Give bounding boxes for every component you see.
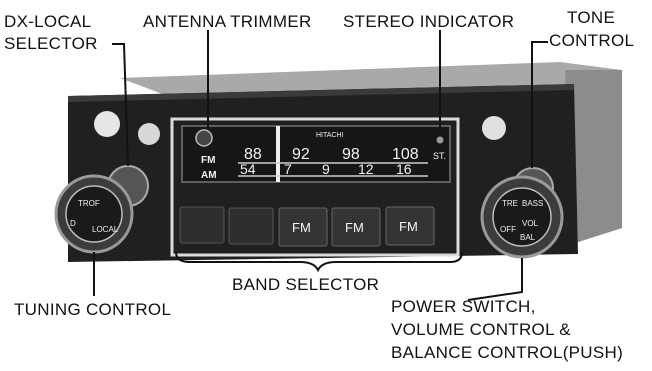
mounting-hole-left-2 xyxy=(138,123,160,145)
power-switch-label-line2: VOLUME CONTROL & xyxy=(391,320,571,339)
fm-tick-label: 98 xyxy=(342,146,360,163)
volume-knob-face xyxy=(492,187,552,247)
right-knob-text: BAL xyxy=(520,233,536,242)
stereo-indicator-lamp xyxy=(436,136,444,144)
power-switch-label-line3: BALANCE CONTROL(PUSH) xyxy=(391,343,624,362)
am-band-label: AM xyxy=(201,170,217,181)
fm-band-button[interactable] xyxy=(278,207,328,247)
tone-control-label-line1: TONE xyxy=(567,8,616,27)
dial-scale-panel xyxy=(181,125,451,183)
am-tick-label: 12 xyxy=(358,161,374,177)
dial-window-frame xyxy=(170,117,460,257)
fm-tick-label: 108 xyxy=(392,146,419,163)
tuning-control-label: TUNING CONTROL xyxy=(14,300,172,319)
right-knob-text: BASS xyxy=(522,199,543,208)
preset-button[interactable] xyxy=(228,207,274,245)
faceplate-top-edge xyxy=(68,84,574,102)
radio-side-panel xyxy=(565,70,622,244)
band-button-label: FM xyxy=(292,220,311,235)
antenna-trimmer-label: ANTENNA TRIMMER xyxy=(143,12,312,31)
leader-tone-control xyxy=(531,41,548,168)
tone-control-label-line2: CONTROL xyxy=(549,31,635,50)
band-button-label: FM xyxy=(345,220,364,235)
am-tick-label: 7 xyxy=(284,161,292,177)
fm-band-button[interactable] xyxy=(331,207,381,247)
stereo-st-label: ST. xyxy=(433,151,446,161)
dx-local-label-line1: DX-LOCAL xyxy=(4,12,92,31)
fm-tick-label: 92 xyxy=(292,146,310,163)
right-knob-text: OFF xyxy=(500,225,516,234)
tuning-knob-face xyxy=(65,185,123,243)
mounting-hole-right xyxy=(482,116,506,140)
antenna-trimmer-knob[interactable] xyxy=(195,129,213,147)
dx-local-label-line2: SELECTOR xyxy=(4,34,98,53)
right-knob-text: TRE xyxy=(502,199,518,208)
am-tick-label: 54 xyxy=(240,161,256,177)
brand-logo: HITACHI xyxy=(316,132,344,139)
right-knob-text: VOL xyxy=(522,219,539,228)
left-knob-text: LOCAL xyxy=(92,225,119,234)
fm-tick-label: 88 xyxy=(244,146,262,163)
preset-button[interactable] xyxy=(179,206,225,244)
power-switch-label-line1: POWER SWITCH, xyxy=(391,297,536,316)
fm-band-label: FM xyxy=(201,155,215,166)
band-selector-brace xyxy=(175,251,463,273)
left-knob-text: D xyxy=(70,219,76,228)
left-knob-text: TROF xyxy=(78,199,100,208)
leader-power-switch xyxy=(467,258,523,301)
leader-dx-local xyxy=(112,43,129,167)
mounting-hole-left-1 xyxy=(94,111,120,137)
band-button-label: FM xyxy=(399,219,418,234)
fm-band-button[interactable] xyxy=(385,206,435,246)
stereo-indicator-label: STEREO INDICATOR xyxy=(343,12,515,31)
band-selector-label: BAND SELECTOR xyxy=(232,275,380,294)
am-tick-label: 16 xyxy=(396,161,412,177)
am-tick-label: 9 xyxy=(322,161,330,177)
